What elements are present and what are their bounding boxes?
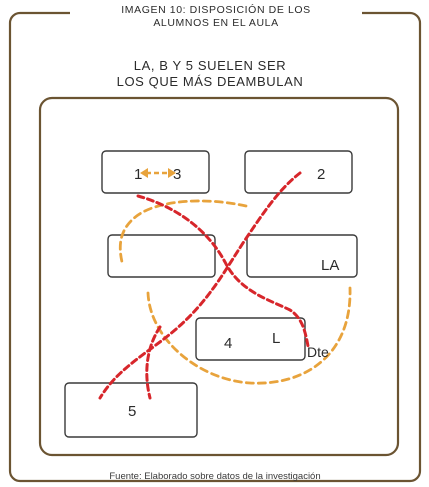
figure-title: Imagen 10: Disposición de los alumnos en… — [70, 4, 362, 30]
red-path-desk5-branch — [145, 325, 162, 400]
desk-la — [246, 234, 358, 278]
figure-title-line-2: alumnos en el aula — [153, 17, 279, 29]
desk-2 — [244, 150, 353, 194]
red-path-cross — [136, 194, 310, 348]
source-note: Fuente: Elaborado sobre datos de la inve… — [109, 471, 321, 482]
orange-arrowhead-left — [140, 168, 148, 178]
desk-1-3-label-1: 1 — [134, 166, 142, 183]
subtitle-line-1: LA, B Y 5 SUELEN SER — [133, 58, 287, 73]
desk-1-3-label-3: 3 — [173, 166, 181, 183]
orange-path-upper-loop — [118, 199, 248, 264]
desk-empty — [107, 234, 216, 278]
desk-5 — [64, 382, 198, 438]
desk-2-label: 2 — [317, 166, 325, 183]
figure-title-line-1: Imagen 10: Disposición de los — [121, 4, 311, 16]
orange-path-lower-loop — [146, 286, 352, 385]
desk-4-label-l: L — [272, 330, 280, 347]
orange-arrowhead-right — [168, 168, 176, 178]
desk-4 — [195, 317, 306, 361]
desk-4-label-4: 4 — [224, 335, 232, 352]
teacher-label: Dte — [307, 344, 329, 360]
classroom-outline — [38, 96, 400, 457]
subtitle: LA, B Y 5 SUELEN SER LOS QUE MÁS DEAMBUL… — [60, 58, 360, 90]
red-path-main-diagonal — [98, 171, 302, 400]
subtitle-line-2: LOS QUE MÁS DEAMBULAN — [116, 74, 304, 89]
desk-la-label: LA — [321, 257, 339, 274]
desk-5-label: 5 — [128, 403, 136, 420]
